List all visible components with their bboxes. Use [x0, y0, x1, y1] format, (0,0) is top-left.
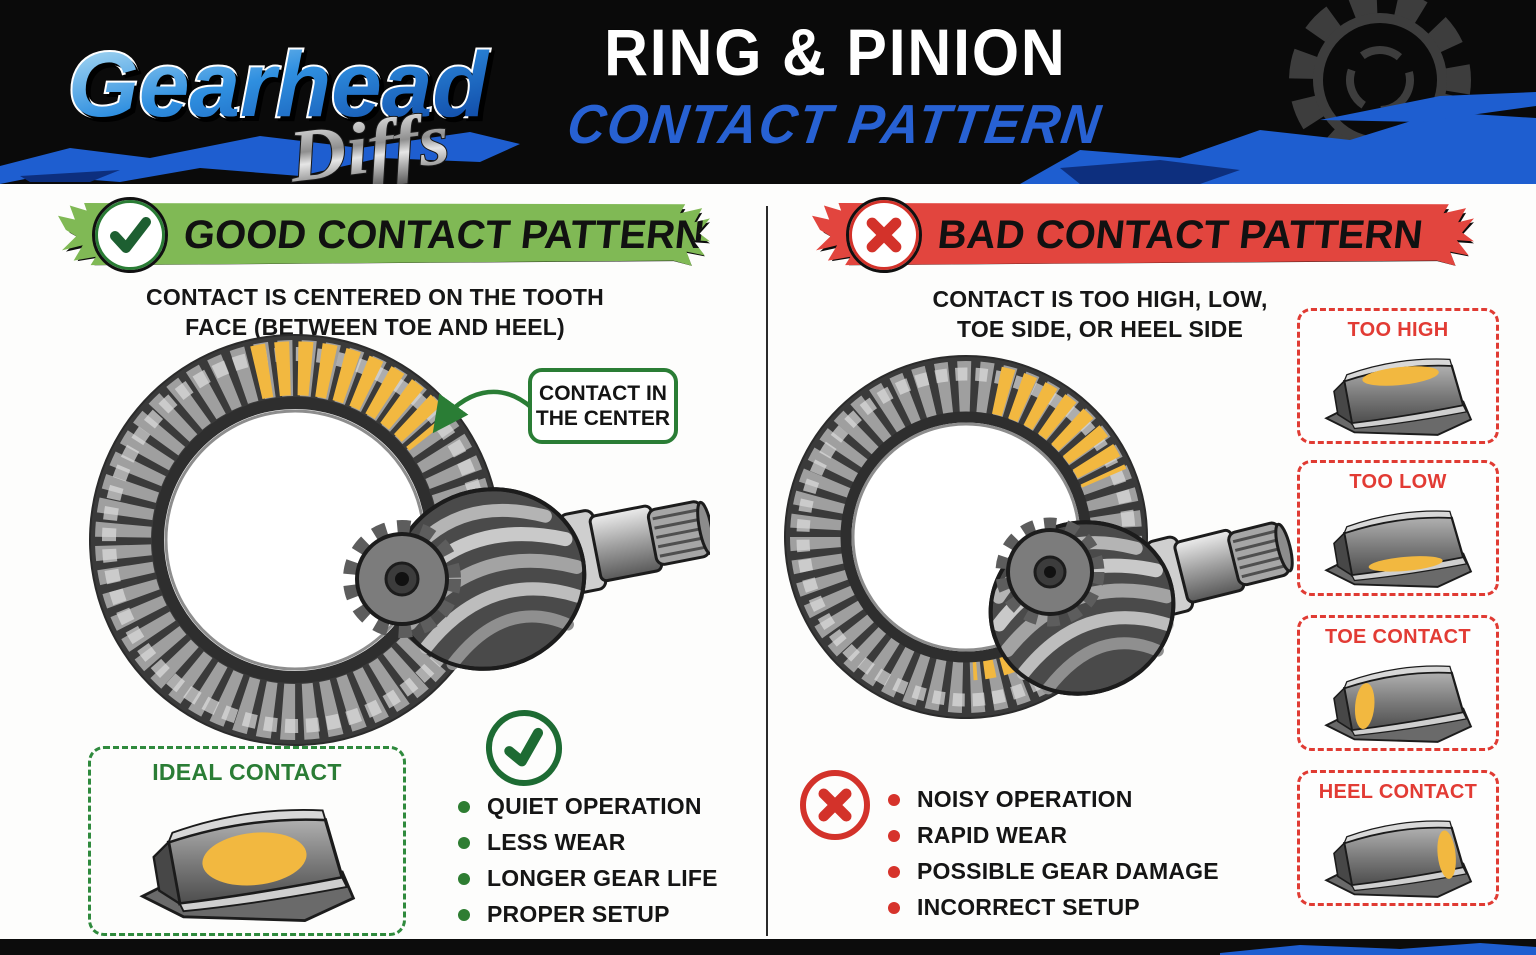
ideal-contact-tooth-illustration: [140, 808, 356, 923]
column-divider: [766, 206, 768, 936]
bullet-icon: [888, 901, 900, 914]
bad-banner: BAD CONTACT PATTERN: [812, 197, 1474, 273]
good-callout: CONTACT IN THE CENTER: [528, 368, 678, 444]
pinion-shaft: [1145, 521, 1294, 617]
bullet-icon: [888, 793, 900, 806]
ideal-contact-label: IDEAL CONTACT: [152, 759, 342, 785]
spider-gear: [995, 517, 1105, 627]
problem-label: INCORRECT SETUP: [917, 894, 1140, 920]
toe-contact-tooth-illustration: [1325, 664, 1473, 744]
list-item: NOISY OPERATION: [888, 786, 1219, 813]
bullet-icon: [888, 865, 900, 878]
footer-blue-brush: [1220, 943, 1536, 955]
blue-brush-right: [1020, 0, 1536, 184]
x-icon: [818, 788, 852, 822]
bad-contact-patch-high: [991, 366, 1127, 489]
bullet-icon: [458, 836, 470, 849]
check-circle-icon: [481, 705, 567, 791]
bad-ring-pinion-illustration: [784, 355, 1294, 719]
pattern-label: HEEL CONTACT: [1318, 781, 1478, 803]
good-callout-line1: CONTACT IN: [539, 382, 667, 405]
x-circle-icon: [800, 770, 870, 840]
too-high-tooth-illustration: [1325, 357, 1473, 437]
good-subtitle-line2: FACE (BETWEEN TOE AND HEEL): [185, 314, 565, 340]
list-item: INCORRECT SETUP: [888, 894, 1219, 921]
check-icon: [110, 217, 151, 253]
brand-logo: Gearhead Diffs: [66, 32, 492, 184]
problem-label: NOISY OPERATION: [917, 786, 1133, 812]
good-ring-pinion-illustration: [89, 334, 710, 746]
good-benefits-list: QUIET OPERATION LESS WEAR LONGER GEAR LI…: [458, 793, 718, 928]
bad-banner-bg: BAD CONTACT PATTERN: [812, 203, 1474, 266]
bullet-icon: [888, 829, 900, 842]
header: Gearhead Diffs RING & PINION CONTACT PAT…: [0, 0, 1536, 184]
pattern-box-heel-contact: HEEL CONTACT: [1297, 770, 1499, 906]
too-low-tooth-illustration: [1325, 509, 1473, 589]
problem-label: RAPID WEAR: [917, 822, 1068, 848]
pattern-label: TOO HIGH: [1347, 319, 1449, 341]
x-circle-icon: [846, 197, 922, 273]
toe-contact-patch: [1354, 683, 1375, 730]
pattern-label: TOE CONTACT: [1325, 626, 1471, 648]
spider-gear: [343, 520, 461, 638]
benefit-label: PROPER SETUP: [487, 901, 670, 927]
too-high-patch: [1362, 366, 1439, 386]
callout-arrow: [432, 389, 534, 434]
ideal-contact-box: IDEAL CONTACT: [88, 746, 406, 936]
list-item: PROPER SETUP: [458, 901, 718, 928]
title-line1: RING & PINION: [603, 15, 1067, 89]
logo-word-primary: Gearhead: [68, 34, 490, 136]
bullet-icon: [458, 800, 470, 813]
bullet-icon: [458, 908, 470, 921]
good-callout-line2: THE CENTER: [535, 407, 671, 430]
check-circle-icon: [92, 197, 168, 273]
problem-label: POSSIBLE GEAR DAMAGE: [917, 858, 1219, 884]
ideal-contact-patch: [202, 832, 307, 886]
bullet-icon: [458, 872, 470, 885]
heel-contact-tooth-illustration: [1325, 819, 1473, 899]
good-banner-label: GOOD CONTACT PATTERN: [181, 212, 707, 257]
x-icon: [866, 217, 902, 253]
benefit-label: LONGER GEAR LIFE: [487, 865, 718, 891]
bad-subtitle-line1: CONTACT IS TOO HIGH, LOW,: [932, 286, 1268, 312]
bad-banner-label: BAD CONTACT PATTERN: [935, 212, 1425, 257]
bad-subtitle: CONTACT IS TOO HIGH, LOW, TOE SIDE, OR H…: [880, 284, 1320, 344]
good-subtitle: CONTACT IS CENTERED ON THE TOOTH FACE (B…: [65, 282, 685, 342]
title-line2: CONTACT PATTERN: [563, 93, 1107, 155]
bad-subtitle-line2: TOE SIDE, OR HEEL SIDE: [956, 316, 1243, 342]
list-item: LONGER GEAR LIFE: [458, 865, 718, 892]
good-banner: GOOD CONTACT PATTERN: [58, 197, 710, 273]
good-contact-patch: [250, 341, 452, 452]
benefit-label: QUIET OPERATION: [487, 793, 702, 819]
blue-brush-left: [0, 132, 520, 184]
too-low-patch: [1368, 556, 1443, 572]
list-item: RAPID WEAR: [888, 822, 1219, 849]
pattern-box-too-high: TOO HIGH: [1297, 308, 1499, 444]
footer-bar: [0, 939, 1536, 955]
pattern-label: TOO LOW: [1349, 471, 1447, 493]
list-item: QUIET OPERATION: [458, 793, 718, 820]
check-icon: [504, 727, 544, 767]
page-title: RING & PINION CONTACT PATTERN: [545, 14, 1125, 156]
list-item: POSSIBLE GEAR DAMAGE: [888, 858, 1219, 885]
bad-problems-list: NOISY OPERATION RAPID WEAR POSSIBLE GEAR…: [888, 786, 1219, 921]
pattern-box-too-low: TOO LOW: [1297, 460, 1499, 596]
pattern-box-toe-contact: TOE CONTACT: [1297, 615, 1499, 751]
good-subtitle-line1: CONTACT IS CENTERED ON THE TOOTH: [146, 284, 604, 310]
heel-contact-patch: [1437, 830, 1456, 879]
benefit-label: LESS WEAR: [487, 829, 626, 855]
list-item: LESS WEAR: [458, 829, 718, 856]
